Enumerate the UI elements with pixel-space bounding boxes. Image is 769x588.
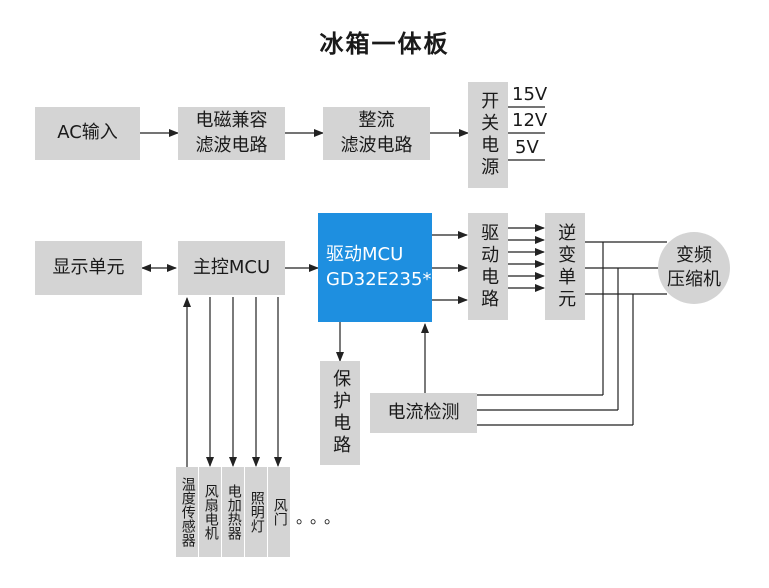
- rectifier-filter-block: 整流 滤波电路: [323, 107, 430, 160]
- rectifier-filter-label: 整流 滤波电路: [340, 110, 413, 156]
- ac-input-label: AC输入: [57, 122, 118, 144]
- switch-power-block: 开关电源: [468, 82, 508, 188]
- heater-block: 电加热器: [222, 467, 244, 557]
- emc-filter-block: 电磁兼容 滤波电路: [178, 107, 285, 160]
- compressor-label: 变频 压缩机: [667, 244, 721, 290]
- fan-motor-label: 风扇电机: [202, 484, 219, 540]
- current-detect-block: 电流检测: [370, 393, 477, 433]
- temp-sensor-label: 温度传感器: [179, 477, 196, 547]
- drive-circuit-label: 驱动电路: [478, 222, 500, 311]
- voltage-15v: 15V: [512, 84, 548, 105]
- voltage-5v: 5V: [515, 137, 539, 158]
- drive-mcu-block: 驱动MCU GD32E235*: [318, 213, 432, 322]
- main-mcu-block: 主控MCU: [178, 241, 285, 295]
- heater-label: 电加热器: [225, 484, 242, 540]
- emc-filter-label: 电磁兼容 滤波电路: [195, 110, 268, 156]
- diagram-title: 冰箱一体板: [319, 30, 450, 58]
- display-unit-block: 显示单元: [35, 241, 142, 295]
- lamp-block: 照明灯: [245, 467, 267, 557]
- compressor-block: 变频 压缩机: [658, 232, 730, 304]
- lamp-label: 照明灯: [248, 491, 265, 533]
- ac-input-block: AC输入: [35, 107, 140, 160]
- door-label: 风门: [271, 498, 288, 526]
- drive-circuit-block: 驱动电路: [468, 213, 508, 320]
- drive-mcu-label: 驱动MCU GD32E235*: [326, 244, 432, 290]
- protection-circuit-block: 保护电路: [320, 361, 360, 465]
- switch-power-label: 开关电源: [478, 91, 500, 179]
- current-detect-label: 电流检测: [387, 401, 460, 423]
- voltage-12v: 12V: [512, 110, 548, 131]
- main-mcu-label: 主控MCU: [192, 256, 271, 278]
- fan-motor-block: 风扇电机: [199, 467, 221, 557]
- inverter-block: 逆变单元: [545, 213, 585, 320]
- ellipsis-text: 。。。: [296, 508, 347, 527]
- temp-sensor-block: 温度传感器: [176, 467, 198, 557]
- door-block: 风门: [268, 467, 290, 557]
- protection-circuit-label: 保护电路: [330, 369, 352, 457]
- display-unit-label: 显示单元: [52, 256, 125, 278]
- inverter-label: 逆变单元: [555, 222, 577, 311]
